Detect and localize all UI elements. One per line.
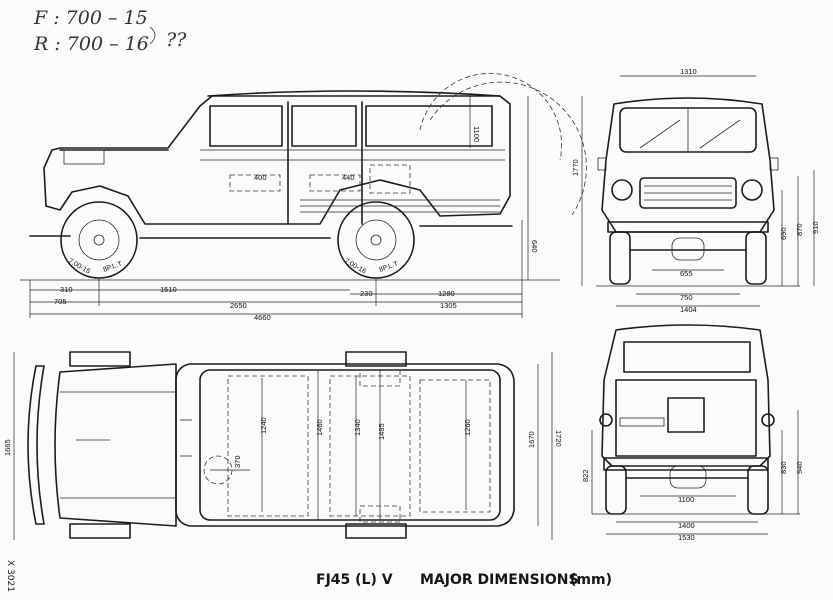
front-right-wheel <box>745 231 767 285</box>
rear-right-lamp <box>761 413 775 427</box>
caption-title: MAJOR DIMENSIONS <box>420 572 579 588</box>
front-grille <box>639 177 737 209</box>
top-front-right-wheel <box>69 523 131 539</box>
rear-window <box>623 341 751 373</box>
top-front-left-wheel <box>69 351 131 367</box>
side-seat-rear <box>309 174 361 192</box>
side-seat-front <box>229 174 281 192</box>
top-rear-left-wheel <box>345 351 407 367</box>
dim-wheelbase: 2650 <box>230 301 247 310</box>
top-view: 1665 1240 1460 1340 1485 1260 1670 1720 … <box>3 351 563 540</box>
dim-top-370: 370 <box>233 455 242 468</box>
handwritten-question-marks: ?? <box>166 29 187 51</box>
front-bumper <box>607 221 769 233</box>
rear-left-lamp <box>599 413 613 427</box>
dim-rear-overall-width: 1530 <box>678 533 695 542</box>
dim-front-height-870: 870 <box>795 223 804 236</box>
dim-top-1240: 1240 <box>259 417 268 434</box>
rear-right-wheel <box>747 465 769 515</box>
dim-front-roof-width: 1310 <box>680 67 697 76</box>
dim-rear-track: 1400 <box>678 521 695 530</box>
dim-front-axle-width: 655 <box>680 269 693 278</box>
top-rear-right-wheel <box>345 523 407 539</box>
dim-rear-height-822: 822 <box>581 469 590 482</box>
dim-front-axle-to-door: 310 <box>60 285 73 294</box>
rear-view: 822 830 940 1100 1400 1530 <box>581 324 804 542</box>
dim-top-1260: 1260 <box>463 419 472 436</box>
rear-tyre-size: 7.00-16 <box>343 258 367 276</box>
dim-front-height-910: 910 <box>811 221 820 234</box>
dim-rear-axle-offset: 230 <box>360 289 373 298</box>
top-roof <box>199 369 501 521</box>
rear-plate-bracket <box>667 397 705 433</box>
side-roof-line <box>207 90 501 97</box>
side-window-2 <box>291 105 357 147</box>
dim-top-1720: 1720 <box>554 430 563 447</box>
dim-top-1485: 1485 <box>377 423 386 440</box>
dim-seat-rear: 440 <box>342 173 355 182</box>
dim-door-span: 1510 <box>160 285 177 294</box>
side-hood-vent <box>63 149 105 165</box>
dim-top-overall-width: 1665 <box>3 439 12 456</box>
front-view: 1310 1770 690 870 910 655 750 1404 <box>571 67 820 314</box>
caption-unit: (mm) <box>570 572 612 588</box>
dim-top-1670: 1670 <box>527 431 536 448</box>
caption-model: FJ45 (L) V <box>316 572 393 588</box>
rear-door <box>615 379 757 457</box>
dim-roof-height: 1100 <box>472 126 481 142</box>
dim-ground-clearance: 640 <box>530 240 539 253</box>
side-window-3 <box>365 105 493 147</box>
dim-front-height-690: 690 <box>779 227 788 240</box>
front-right-headlight <box>741 179 763 201</box>
dim-front-track: 1404 <box>680 305 697 314</box>
side-window-1 <box>209 105 283 147</box>
reference-number: X 3021 <box>5 560 15 592</box>
dim-top-1460: 1460 <box>315 419 324 436</box>
top-body-outline <box>175 363 515 527</box>
rear-left-wheel <box>605 465 627 515</box>
handwritten-brace <box>149 26 156 45</box>
dim-rear-overhang: 1305 <box>440 301 457 310</box>
dim-overall-length: 4660 <box>254 313 271 322</box>
dim-front-overall-height: 1770 <box>571 159 580 176</box>
top-hood <box>54 363 177 527</box>
handwritten-front-tyre-note: F : 700 – 15 <box>33 7 148 29</box>
side-body-outline <box>43 95 511 225</box>
dim-top-1340: 1340 <box>353 419 362 436</box>
dim-rear-section: 1280 <box>438 289 455 298</box>
dim-front-overhang: 705 <box>54 297 67 306</box>
front-left-wheel <box>609 231 631 285</box>
rear-bumper <box>603 457 769 471</box>
front-left-headlight <box>611 179 633 201</box>
dim-front-frame-width: 750 <box>680 293 693 302</box>
dim-rear-height-830: 830 <box>779 461 788 474</box>
rear-body-outline <box>601 324 771 467</box>
handwritten-rear-tyre-note: R : 700 – 16 <box>33 33 149 55</box>
side-view: 7.00-15 8P.L.T 7.00-16 8P.L.T 310 1510 2… <box>20 73 587 322</box>
dim-seat-front: 400 <box>254 173 267 182</box>
dim-rear-height-940: 940 <box>795 461 804 474</box>
dim-rear-axle-width: 1100 <box>678 495 694 504</box>
top-front-bumper <box>27 365 45 525</box>
